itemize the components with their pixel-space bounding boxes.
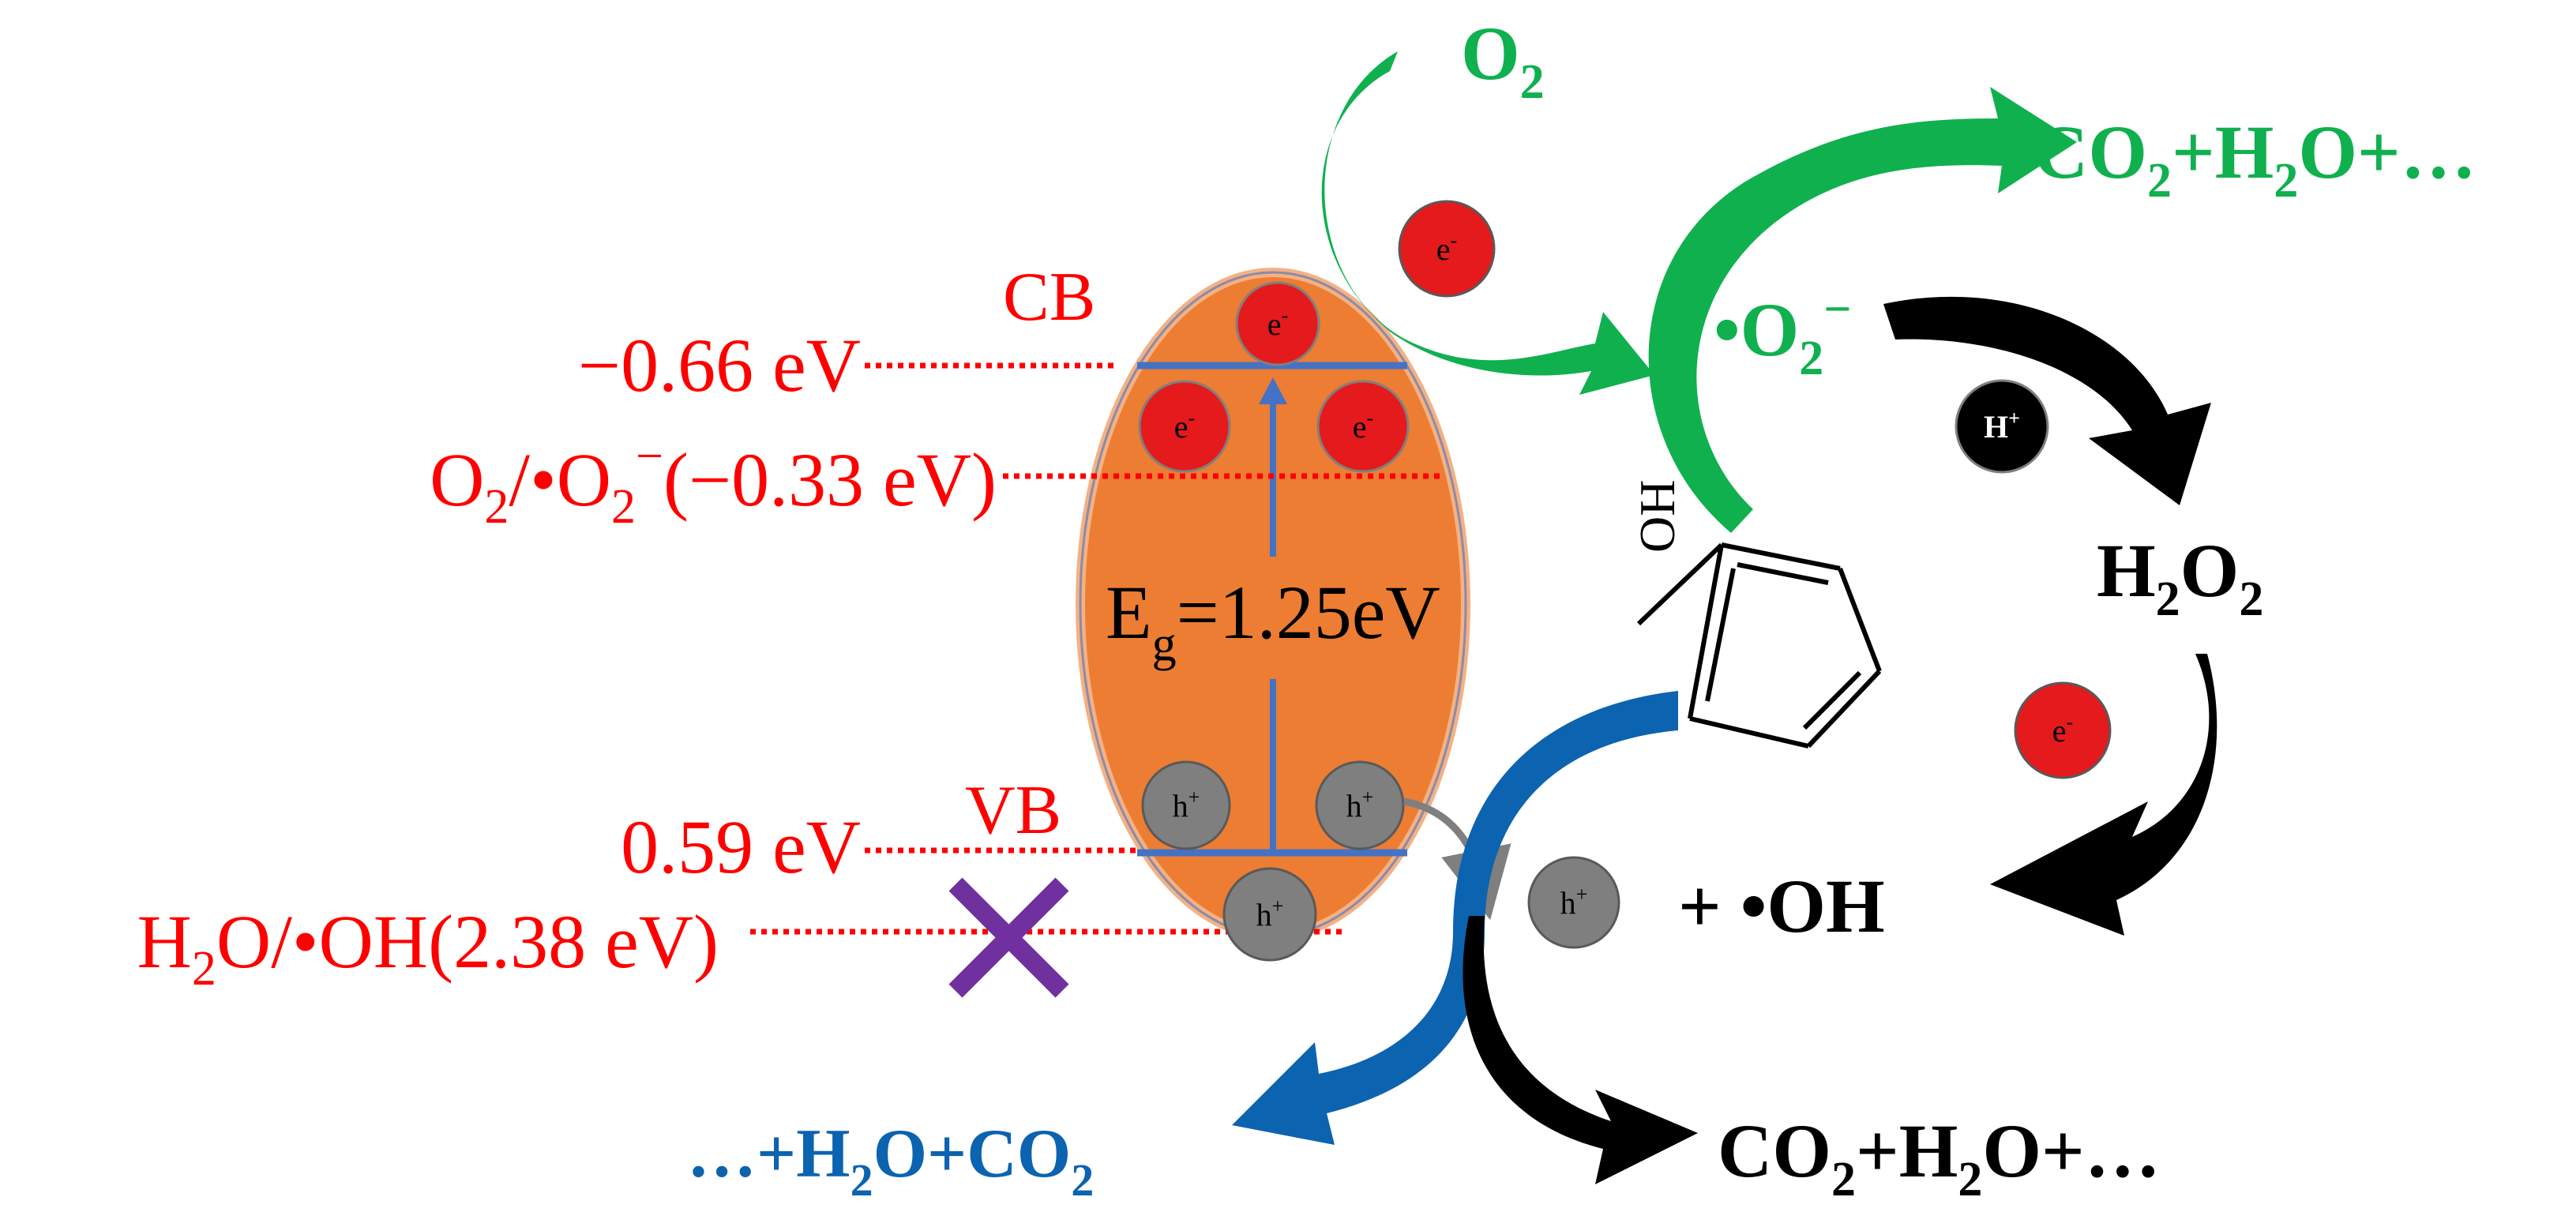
h2o2-label: H2O2 — [2097, 528, 2263, 626]
electron-cb-top: e- — [1235, 281, 1320, 366]
electron-cb-right: e- — [1316, 380, 1410, 473]
o2-label: O2 — [1461, 11, 1545, 109]
superoxide-label: •O2− — [1714, 283, 1852, 385]
cb-potential-label: −0.66 eV — [578, 323, 861, 407]
excitation-arrowhead — [1259, 377, 1287, 404]
svg-text:e-: e- — [1267, 304, 1288, 342]
black-superoxide-to-h2o2-arrow — [1883, 296, 2211, 505]
svg-text:h+: h+ — [1560, 883, 1588, 921]
green-superoxide-arrow — [1648, 87, 2077, 533]
black-h2o2-to-oh-arrow — [1990, 654, 2217, 936]
svg-text:e-: e- — [1436, 229, 1457, 267]
svg-text:e-: e- — [1174, 407, 1195, 445]
blue-product-label: …+H2O+CO2 — [687, 1116, 1094, 1206]
hole-free: h+ — [1527, 856, 1620, 949]
electron-free-upper: e- — [1398, 200, 1496, 298]
vb-potential-label: 0.59 eV — [621, 805, 861, 889]
vb-label: VB — [965, 772, 1061, 849]
bandgap-label: Eg=1.25eV — [1106, 570, 1440, 671]
o2-couple-label: O2/•O2−(−0.33 eV) — [430, 430, 997, 534]
cb-label: CB — [1003, 259, 1095, 336]
svg-text:h+: h+ — [1256, 895, 1284, 932]
electron-free-lower: e- — [2014, 681, 2112, 779]
green-o2-arrow — [1321, 51, 1654, 395]
blue-degradation-arrow — [1232, 691, 1678, 1145]
svg-text:e-: e- — [2052, 711, 2073, 749]
oh-couple-label: H2O/•OH(2.38 eV) — [137, 899, 719, 996]
black-product-label: CO2+H2O+… — [1718, 1109, 2161, 1206]
svg-text:h+: h+ — [1173, 786, 1200, 824]
green-product-label: CO2+H2O+… — [2033, 110, 2476, 208]
phenol-structure — [1636, 542, 1882, 749]
hole-vb-bottom: h+ — [1222, 867, 1317, 962]
electron-cb-left: e- — [1138, 380, 1231, 473]
phenol-oh-label: OH — [1629, 480, 1685, 553]
hole-vb-left: h+ — [1141, 760, 1231, 850]
svg-text:e-: e- — [1353, 407, 1373, 445]
black-degradation-arrow — [1463, 916, 1698, 1184]
forbidden-cross-icon — [948, 877, 1069, 998]
svg-text:H+: H+ — [1984, 407, 2020, 445]
hole-vb-right: h+ — [1315, 760, 1405, 850]
hydroxyl-label: + •OH — [1678, 864, 1885, 948]
svg-text:h+: h+ — [1346, 786, 1374, 824]
proton: H+ — [1955, 379, 2049, 474]
